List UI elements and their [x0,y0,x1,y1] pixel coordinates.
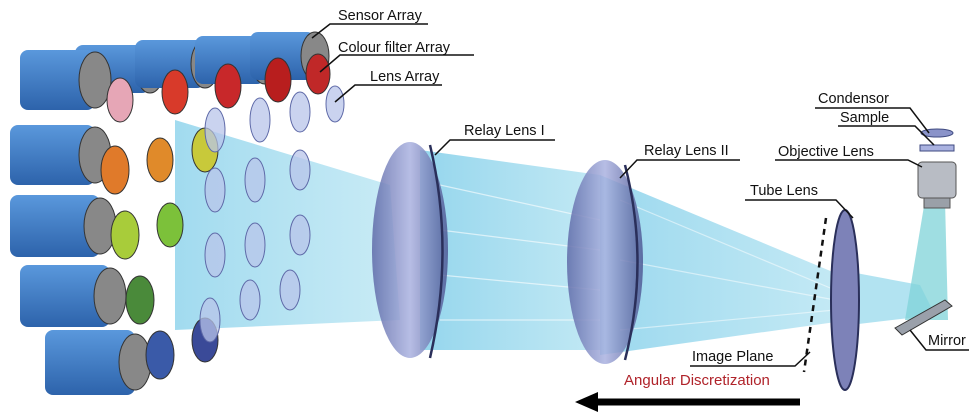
filter-yellow-green [111,211,139,259]
sensor-block [10,125,111,185]
relay-lens-2-label: Relay Lens II [644,143,729,159]
filter-orange [147,138,173,182]
relay-lens-1-label: Relay Lens I [464,123,545,139]
relay-lens-1 [372,142,448,358]
objective-lens-label: Objective Lens [778,144,874,160]
tube-lens-label: Tube Lens [750,183,818,199]
sensor-block [20,50,111,110]
lens-array-label: Lens Array [370,69,439,85]
sensor-block [20,265,126,327]
filter-orange [101,146,129,194]
angular-discretization-label: Angular Discretization [624,373,770,389]
colour-filter-array-label: Colour filter Array [338,40,450,56]
sensor-block [45,330,151,395]
filter-pink [107,78,133,122]
filter-red [162,70,188,114]
filter-blue [146,331,174,379]
tube-lens [831,210,859,390]
mirror-label: Mirror [928,333,966,349]
filter-red [306,54,330,94]
sample-label: Sample [840,110,889,126]
image-plane-label: Image Plane [692,349,773,365]
condensor-label: Condensor [818,91,889,107]
filter-green [126,276,154,324]
sample [920,145,954,151]
relay-lens-2 [567,160,643,364]
sensor-array-label: Sensor Array [338,8,422,24]
filter-red [265,58,291,102]
filter-green [157,203,183,247]
filter-red [215,64,241,108]
sensor-block [10,195,116,257]
objective-lens [918,162,956,208]
angular-discretization-arrow [575,392,800,412]
